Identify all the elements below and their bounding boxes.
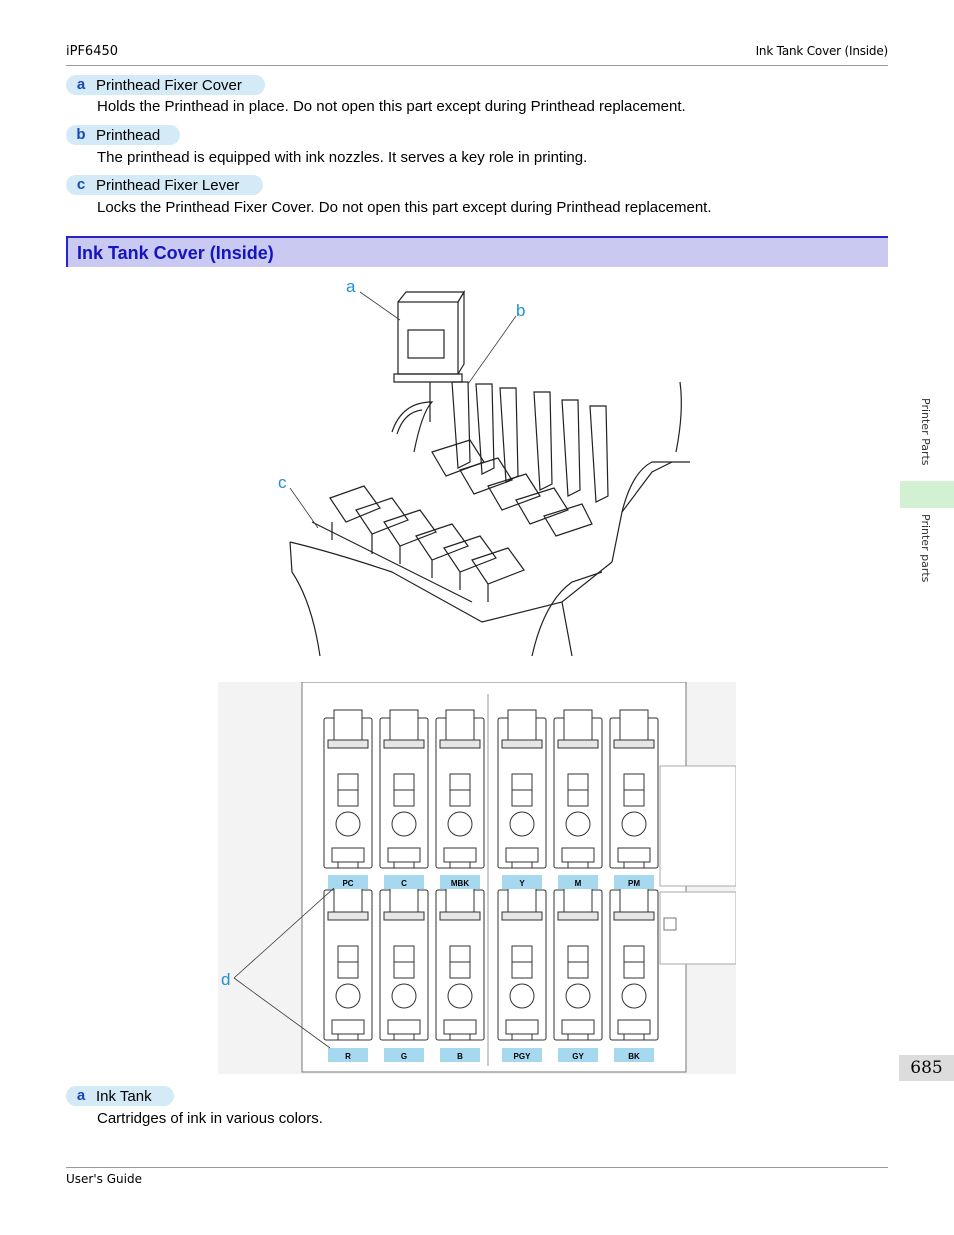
sidebar-lower-label: Printer parts xyxy=(919,514,932,583)
footer-rule xyxy=(66,1167,888,1168)
item-ink-tank-pill: a Ink Tank xyxy=(66,1086,174,1106)
ink-tank xyxy=(435,881,485,1041)
ink-tank xyxy=(497,709,547,869)
ink-tank xyxy=(609,881,659,1041)
ink-tank xyxy=(323,709,373,869)
ink-tank xyxy=(323,881,373,1041)
item-letter: a xyxy=(76,75,86,93)
footer-guide: User's Guide xyxy=(66,1172,142,1186)
callout-b: b xyxy=(516,301,525,320)
tank-label-bk: BK xyxy=(628,1052,640,1061)
page-number: 685 xyxy=(899,1055,954,1081)
item-label: Printhead xyxy=(96,126,161,144)
tank-label-b: B xyxy=(457,1052,463,1061)
tank-label-g: G xyxy=(401,1052,407,1061)
item-description: Locks the Printhead Fixer Cover. Do not … xyxy=(97,199,712,216)
item-label: Printhead Fixer Cover xyxy=(96,76,242,94)
item-label: Printhead Fixer Lever xyxy=(96,176,240,194)
tank-label-pc: PC xyxy=(342,879,353,888)
ink-tank xyxy=(435,709,485,869)
ink-tank-illustration: PC C MBK Y M PM R G B PGY GY BK d xyxy=(218,682,736,1074)
tank-label-m: M xyxy=(575,879,582,888)
item-letter: b xyxy=(76,125,86,143)
ink-tank xyxy=(379,881,429,1041)
header-section-title: Ink Tank Cover (Inside) xyxy=(755,44,889,58)
ink-tank xyxy=(553,881,603,1041)
callout-d: d xyxy=(221,970,230,989)
callout-a: a xyxy=(346,277,356,296)
section-heading: Ink Tank Cover (Inside) xyxy=(66,236,888,267)
tank-label-r: R xyxy=(345,1052,351,1061)
ink-tank xyxy=(379,709,429,869)
sidebar-tab xyxy=(900,481,954,508)
tank-label-pm: PM xyxy=(628,879,640,888)
header-model: iPF6450 xyxy=(66,44,119,59)
tank-label-mbk: MBK xyxy=(451,879,469,888)
item-description: Holds the Printhead in place. Do not ope… xyxy=(97,98,686,115)
section-heading-text: Ink Tank Cover (Inside) xyxy=(77,243,274,263)
tank-label-y: Y xyxy=(519,879,525,888)
tank-label-pgy: PGY xyxy=(514,1052,532,1061)
item-description: Cartridges of ink in various colors. xyxy=(97,1110,323,1127)
sidebar-upper-label: Printer Parts xyxy=(919,398,932,466)
item-description: The printhead is equipped with ink nozzl… xyxy=(97,149,588,166)
item-letter: c xyxy=(76,175,86,193)
ink-tank xyxy=(553,709,603,869)
ink-tank xyxy=(609,709,659,869)
item-label: Ink Tank xyxy=(96,1087,152,1105)
item-b-pill: b Printhead xyxy=(66,125,180,145)
item-c-pill: c Printhead Fixer Lever xyxy=(66,175,263,195)
item-letter: a xyxy=(76,1086,86,1104)
header-rule xyxy=(66,65,888,66)
callout-c: c xyxy=(278,473,287,492)
tank-label-c: C xyxy=(401,879,407,888)
ink-tank xyxy=(497,881,547,1041)
item-a-pill: a Printhead Fixer Cover xyxy=(66,75,265,95)
tank-label-gy: GY xyxy=(572,1052,584,1061)
printhead-illustration: a b c xyxy=(278,277,690,657)
